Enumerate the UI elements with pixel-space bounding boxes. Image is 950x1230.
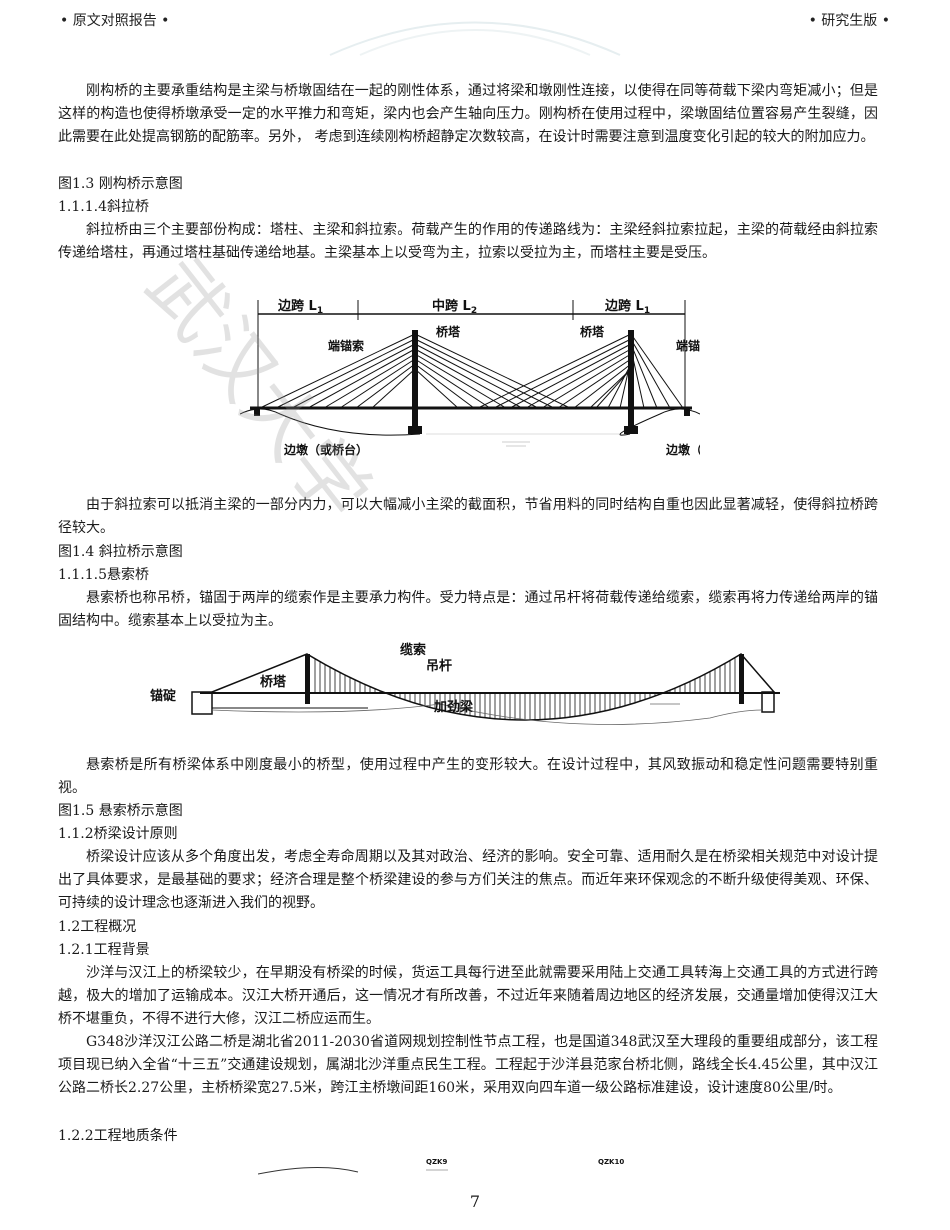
stay-cable <box>607 363 632 409</box>
cable-label: 缆索 <box>400 642 426 658</box>
stay-cable <box>414 368 459 409</box>
stay-cable <box>307 348 416 409</box>
svg-text:QZK9: QZK9 <box>426 1158 447 1166</box>
stay-cable <box>630 343 658 409</box>
pier-right-label: 边墩（或桥台） <box>665 442 700 457</box>
stay-cable <box>525 348 632 409</box>
stay-cable <box>323 353 416 409</box>
section-heading: 1.2工程概况 <box>58 919 137 935</box>
span-right-label: 边跨 L1 <box>604 299 650 316</box>
section-heading: 1.1.1.4斜拉桥 <box>58 199 149 215</box>
stay-cable <box>414 358 491 409</box>
header-right: • 研究生版 • <box>808 13 890 29</box>
stay-cable <box>630 353 633 409</box>
section-heading: 1.1.2桥梁设计原则 <box>58 826 178 842</box>
paragraph: 斜拉桥由三个主要部份构成：塔柱、主梁和斜拉索。荷载产生的作用的传递路线为：主梁经… <box>58 222 878 261</box>
tower-left <box>412 330 418 430</box>
paragraph: 沙洋与汉江上的桥梁较少，在早期没有桥梁的时候，货运工具每行进至此就需要采用陆上交… <box>58 965 878 1027</box>
geology-figure-partial: QZK9 QZK10 <box>257 1154 678 1180</box>
stay-cable <box>259 333 416 409</box>
stay-cable <box>414 343 539 409</box>
stay-cable <box>414 333 571 409</box>
svg-text:QZK10: QZK10 <box>598 1158 624 1166</box>
paragraph: 刚构桥的主要承重结构是主梁与桥墩固结在一起的刚性体系，通过将梁和墩刚性连接，以使… <box>58 83 878 145</box>
figure-caption: 图1.3 刚构桥示意图 <box>58 176 183 192</box>
suspension-bridge-figure: 锚碇 桥塔 缆索 吊杆 加劲梁 <box>150 636 790 736</box>
stay-cable <box>630 348 645 409</box>
cable-stayed-bridge-figure: 边跨 L1 中跨 L2 边跨 L1 桥塔 桥塔 端锚索 端锚索 <box>239 292 750 468</box>
paragraph: G348沙洋汉江公路二桥是湖北省2011-2030省道网规划控制性节点工程，也是… <box>58 1034 878 1096</box>
paragraph: 桥梁设计应该从多个角度出发，考虑全寿命周期以及其对政治、经济的影响。安全可靠、适… <box>58 849 878 911</box>
stay-cable <box>371 368 416 409</box>
anchorage-label: 锚碇 <box>150 688 176 704</box>
stay-cable <box>414 363 475 409</box>
stay-cable <box>557 358 632 409</box>
stay-cable <box>573 363 632 409</box>
stay-cable <box>414 348 523 409</box>
stay-cable <box>493 338 632 409</box>
hanger-label: 吊杆 <box>426 658 452 674</box>
girder-label: 加劲梁 <box>433 699 474 715</box>
stay-cable <box>509 343 632 409</box>
pier-left-label: 边墩（或桥台） <box>283 442 368 457</box>
section-heading: 1.2.2工程地质条件 <box>58 1128 178 1144</box>
stay-cable <box>414 338 555 409</box>
stay-cable <box>630 338 671 409</box>
paragraph: 悬索桥也称吊桥，锚固于两岸的缆索作是主要承力构件。受力特点是：通过吊杆将荷载传递… <box>58 590 878 629</box>
stay-cable <box>589 368 632 409</box>
stay-cable <box>275 338 416 409</box>
anchor-cable-right-label: 端锚索 <box>676 338 700 353</box>
paragraph: 悬索桥是所有桥梁体系中刚度最小的桥型，使用过程中产生的变形较大。在设计过程中，其… <box>58 757 878 796</box>
tower-right-label: 桥塔 <box>580 324 605 339</box>
section-heading: 1.1.1.5悬索桥 <box>58 567 149 583</box>
anchor-cable-left-label: 端锚索 <box>328 338 364 353</box>
stay-cable <box>355 363 416 409</box>
header-left: • 原文对照报告 • <box>60 13 170 29</box>
stay-cable <box>630 333 684 409</box>
section-heading: 1.2.1工程背景 <box>58 942 150 958</box>
stay-cable <box>414 353 507 409</box>
tower-label: 桥塔 <box>260 674 287 690</box>
tower-left-label: 桥塔 <box>436 324 461 339</box>
stay-cable <box>595 368 632 409</box>
page-number: 7 <box>469 1192 481 1211</box>
span-mid-label: 中跨 L2 <box>432 298 477 316</box>
stay-cable <box>541 353 632 409</box>
stay-cable <box>291 343 416 409</box>
stay-cable <box>477 333 632 409</box>
span-left-label: 边跨 L1 <box>277 299 323 316</box>
stay-cable <box>339 358 416 409</box>
figure-caption: 图1.5 悬索桥示意图 <box>58 803 183 819</box>
paragraph: 由于斜拉索可以抵消主梁的一部分内力，可以大幅减小主梁的截面积，节省用料的同时结构… <box>58 497 878 536</box>
figure-caption: 图1.4 斜拉桥示意图 <box>58 544 183 560</box>
header-ornament <box>329 21 621 56</box>
